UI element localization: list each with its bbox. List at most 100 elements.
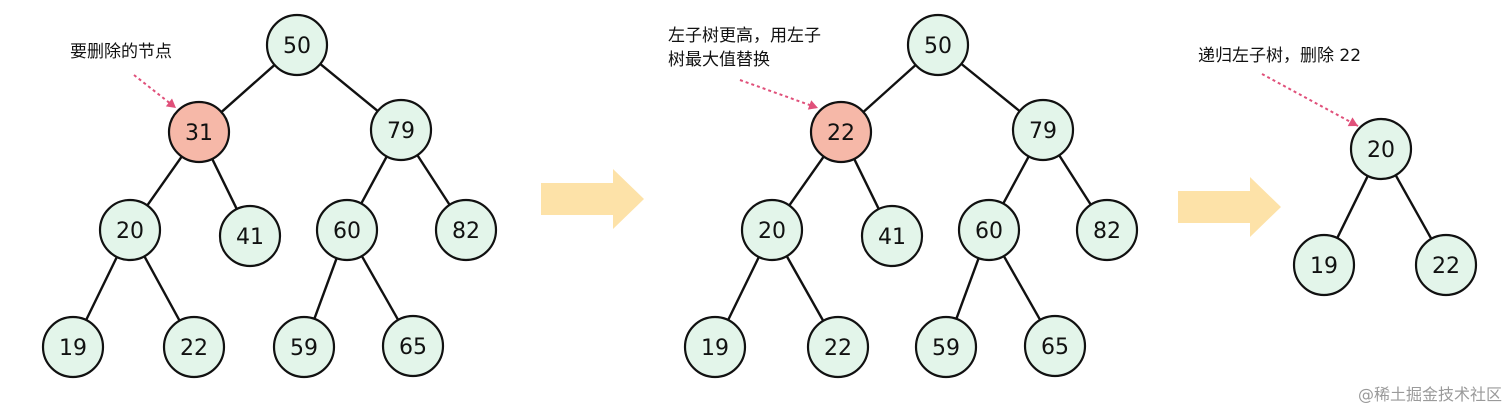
tree-edge	[1002, 255, 1042, 321]
transition-arrow-icon	[1178, 177, 1281, 237]
tree-edge	[960, 62, 1021, 113]
node-circle	[1349, 117, 1413, 181]
tree-node-highlighted: 22	[809, 100, 873, 164]
node-circle	[1023, 314, 1087, 378]
annotation-panel-1: 要删除的节点	[70, 42, 172, 62]
tree-node: 60	[957, 198, 1021, 262]
node-label: 22	[824, 336, 852, 361]
node-circle	[957, 198, 1021, 262]
node-label: 22	[1432, 254, 1460, 279]
watermark: @稀土掘金技术社区	[1357, 385, 1502, 404]
node-label: 79	[387, 119, 415, 144]
tree-node: 22	[806, 315, 870, 379]
tree-edge	[360, 155, 388, 205]
node-label: 19	[1310, 254, 1338, 279]
tree-edge	[862, 64, 917, 113]
tree-node: 65	[1023, 314, 1087, 378]
node-circle	[914, 315, 978, 379]
node-label: 79	[1029, 119, 1057, 144]
pointer-arrowhead-icon	[165, 98, 176, 108]
tree-edge	[143, 255, 181, 322]
node-circle	[1414, 233, 1478, 297]
tree-node-highlighted: 31	[167, 100, 231, 164]
node-label: 19	[701, 336, 729, 361]
tree-edge	[785, 255, 825, 322]
tree-edge	[955, 257, 980, 320]
node-label: 82	[1093, 219, 1121, 244]
tree-node: 22	[1414, 233, 1478, 297]
tree-node: 59	[914, 315, 978, 379]
node-circle	[315, 198, 379, 262]
node-label: 59	[290, 336, 318, 361]
tree-node: 22	[162, 315, 226, 379]
tree-node: 79	[369, 98, 433, 162]
node-label: 31	[185, 121, 213, 146]
node-circle	[98, 198, 162, 262]
node-label: 60	[975, 219, 1003, 244]
tree-edge	[1002, 155, 1030, 205]
annotation-pointer	[739, 79, 819, 109]
tree-node: 79	[1011, 98, 1075, 162]
tree-node: 60	[315, 198, 379, 262]
tree-edge	[416, 154, 451, 206]
node-circle	[740, 198, 804, 262]
tree-edge	[1058, 154, 1092, 206]
node-label: 22	[827, 121, 855, 146]
node-circle	[218, 204, 282, 268]
transition-arrow-icon	[541, 169, 644, 229]
tree-node: 20	[98, 198, 162, 262]
node-label: 41	[878, 225, 906, 250]
node-label: 60	[333, 219, 361, 244]
tree-node: 65	[381, 314, 445, 378]
node-label: 22	[180, 336, 208, 361]
node-label: 19	[59, 336, 87, 361]
tree-node: 82	[434, 198, 498, 262]
node-circle	[860, 204, 924, 268]
node-circle	[434, 198, 498, 262]
node-circle	[1011, 98, 1075, 162]
node-circle	[806, 315, 870, 379]
tree-node: 20	[740, 198, 804, 262]
node-label: 41	[236, 225, 264, 250]
tree-edge	[1394, 174, 1433, 240]
annotation-pointer	[1261, 73, 1359, 127]
tree-node: 41	[860, 204, 924, 268]
tree-edge	[220, 64, 276, 113]
node-label: 20	[116, 219, 144, 244]
tree-node: 19	[1292, 233, 1356, 297]
node-label: 82	[452, 219, 480, 244]
pointer-arrowhead-icon	[1347, 117, 1358, 127]
tree-edge	[85, 256, 118, 321]
annotation-panel-2: 左子树更高，用左子 树最大值替换	[668, 26, 821, 70]
tree-edge	[1336, 175, 1369, 239]
tree-node: 20	[1349, 117, 1413, 181]
pointers-layer	[133, 73, 1359, 127]
tree-node: 41	[218, 204, 282, 268]
edges-layer	[85, 62, 1433, 322]
tree-node: 19	[683, 315, 747, 379]
node-circle	[683, 315, 747, 379]
nodes-layer: 50 31 79 20 41 60 82 19 22 59 65 50 22 79 20 41 60 82 19 22…	[41, 13, 1478, 379]
node-label: 59	[932, 336, 960, 361]
node-label: 20	[758, 219, 786, 244]
tree-node: 50	[265, 13, 329, 77]
node-label: 65	[1041, 335, 1069, 360]
tree-node: 19	[41, 315, 105, 379]
node-circle	[272, 315, 336, 379]
tree-edge	[211, 158, 238, 210]
tree-edge	[146, 155, 183, 207]
node-label: 50	[924, 34, 952, 59]
node-circle	[906, 13, 970, 77]
node-label: 65	[399, 335, 427, 360]
tree-node: 50	[906, 13, 970, 77]
node-circle	[167, 100, 231, 164]
tree-node: 59	[272, 315, 336, 379]
node-circle	[381, 314, 445, 378]
node-circle	[809, 100, 873, 164]
node-circle	[1075, 198, 1139, 262]
node-circle	[162, 315, 226, 379]
node-circle	[265, 13, 329, 77]
tree-edge	[313, 257, 338, 320]
